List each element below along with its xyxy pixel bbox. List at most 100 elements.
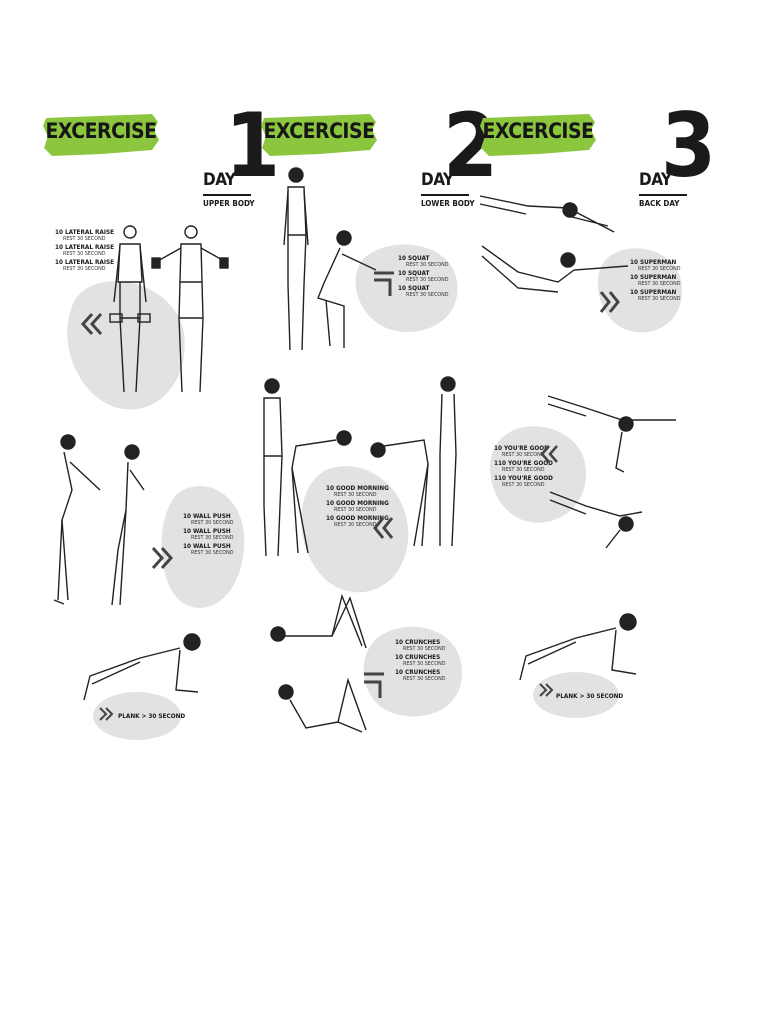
arrows-up-right-icon bbox=[374, 271, 394, 296]
exercise-list-good-morning: 10 GOOD MORNING REST 30 SECOND 10 GOOD M… bbox=[326, 484, 389, 529]
day-word: DAY bbox=[203, 170, 236, 190]
youre-good-figure-b bbox=[549, 491, 643, 549]
exercise-list-wall-push: 10 WALL PUSH REST 30 SECOND 10 WALL PUSH… bbox=[183, 512, 233, 557]
exercise-banner-1: EXCERCISE bbox=[42, 110, 160, 158]
good-morning-figure-standing bbox=[263, 378, 283, 557]
chevrons-right-icon bbox=[539, 683, 554, 697]
exercise-list-crunches: 10 CRUNCHES REST 30 SECOND 10 CRUNCHES R… bbox=[395, 638, 445, 683]
superman-figure-a bbox=[479, 195, 615, 233]
exercise-banner-2: EXCERCISE bbox=[260, 110, 378, 158]
day-underline bbox=[421, 194, 469, 196]
banner-label: EXCERCISE bbox=[263, 119, 375, 143]
rest-text: REST 30 SECOND bbox=[334, 492, 377, 498]
gray-blob bbox=[355, 244, 458, 332]
exercise-name: 10 GOOD MORNING bbox=[326, 499, 389, 507]
exercise-name: 10 GOOD MORNING bbox=[326, 514, 389, 522]
wall-push-figure-b bbox=[111, 444, 145, 606]
gray-blob bbox=[490, 426, 587, 523]
gray-blob bbox=[161, 486, 245, 608]
lateral-raise-figure-front bbox=[109, 225, 151, 393]
day-subtitle: BACK DAY bbox=[639, 199, 680, 208]
gray-blob bbox=[67, 281, 185, 410]
exercise-name: 10 LATERAL RAISE bbox=[55, 243, 115, 251]
exercise-name: 10 CRUNCHES bbox=[395, 653, 441, 661]
chevrons-right-icon bbox=[599, 291, 620, 313]
rest-text: REST 30 SECOND bbox=[502, 482, 545, 488]
arrows-up-right-icon bbox=[364, 672, 384, 698]
exercise-name: 10 SUPERMAN bbox=[630, 258, 677, 266]
plank-text: PLANK > 30 SECOND bbox=[556, 692, 624, 700]
plank-figure bbox=[519, 613, 637, 681]
exercise-name: 10 SQUAT bbox=[398, 254, 430, 262]
day-word: DAY bbox=[639, 170, 672, 190]
rest-text: REST 30 SECOND bbox=[403, 661, 446, 667]
good-morning-figure-bent bbox=[291, 430, 352, 554]
plank-figure bbox=[83, 633, 201, 701]
brush-stroke-shape bbox=[480, 114, 596, 156]
chevrons-left-icon bbox=[80, 312, 103, 336]
gray-blob bbox=[301, 466, 409, 593]
plank-label-3: PLANK > 30 SECOND bbox=[556, 692, 623, 700]
banner-label: EXCERCISE bbox=[482, 119, 594, 143]
day-underline bbox=[203, 194, 251, 196]
chevrons-right-icon bbox=[151, 546, 174, 570]
rest-text: REST 30 SECOND bbox=[638, 281, 681, 287]
exercise-name: 10 WALL PUSH bbox=[183, 542, 231, 550]
plank-label-1: PLANK > 30 SECOND bbox=[118, 712, 185, 720]
day-subtitle: LOWER BODY bbox=[421, 199, 475, 208]
crunch-figure-b bbox=[278, 677, 367, 733]
exercise-name: 10 SQUAT bbox=[398, 284, 430, 292]
exercise-name: 10 YOU'RE GOOD bbox=[494, 444, 549, 452]
gray-blob bbox=[533, 672, 619, 718]
exercise-list-squat: 10 SQUAT REST 30 SECOND 10 SQUAT REST 30… bbox=[398, 254, 448, 299]
rest-text: REST 30 SECOND bbox=[406, 292, 449, 298]
rest-text: REST 30 SECOND bbox=[638, 266, 681, 272]
exercise-list-youre-good: 10 YOU'RE GOOD REST 30 SECOND 110 YOU'RE… bbox=[494, 444, 553, 489]
gray-blob bbox=[363, 626, 463, 717]
exercise-list-superman: 10 SUPERMAN REST 30 SECOND 10 SUPERMAN R… bbox=[630, 258, 680, 303]
good-morning-figures-right bbox=[370, 376, 457, 547]
banner-label: EXCERCISE bbox=[45, 119, 157, 143]
day-underline bbox=[639, 194, 687, 196]
exercise-name: 10 SQUAT bbox=[398, 269, 430, 277]
exercise-name: 10 LATERAL RAISE bbox=[55, 228, 115, 236]
exercise-name: 10 WALL PUSH bbox=[183, 512, 231, 520]
exercise-name: 10 SUPERMAN bbox=[630, 288, 677, 296]
squat-figure-standing bbox=[283, 167, 309, 351]
day-subtitle: UPPER BODY bbox=[203, 199, 255, 208]
chevrons-left-icon bbox=[540, 445, 558, 463]
gray-blob bbox=[597, 248, 682, 333]
lateral-raise-figure-arms-out bbox=[151, 225, 229, 393]
brush-stroke-shape bbox=[261, 114, 377, 156]
exercise-banner-3: EXCERCISE bbox=[479, 110, 597, 158]
exercise-name: 110 YOU'RE GOOD bbox=[494, 474, 553, 482]
day-word: DAY bbox=[421, 170, 454, 190]
plank-text: PLANK > 30 SECOND bbox=[118, 712, 186, 720]
youre-good-figure-a bbox=[547, 395, 676, 473]
rest-text: REST 30 SECOND bbox=[638, 296, 681, 302]
rest-text: REST 30 SECOND bbox=[63, 266, 106, 272]
exercise-name: 10 CRUNCHES bbox=[395, 638, 441, 646]
rest-text: REST 30 SECOND bbox=[334, 507, 377, 513]
rest-text: REST 30 SECOND bbox=[191, 520, 234, 526]
rest-text: REST 30 SECOND bbox=[403, 646, 446, 652]
rest-text: REST 30 SECOND bbox=[63, 236, 106, 242]
rest-text: REST 30 SECOND bbox=[63, 251, 106, 257]
rest-text: REST 30 SECOND bbox=[406, 277, 449, 283]
rest-text: REST 30 SECOND bbox=[191, 550, 234, 556]
rest-text: REST 30 SECOND bbox=[502, 452, 545, 458]
chevrons-left-icon bbox=[373, 517, 394, 539]
exercise-name: 10 GOOD MORNING bbox=[326, 484, 389, 492]
rest-text: REST 30 SECOND bbox=[334, 522, 377, 528]
wall-push-figure-a bbox=[53, 434, 101, 605]
exercise-name: 10 SUPERMAN bbox=[630, 273, 677, 281]
rest-text: REST 30 SECOND bbox=[191, 535, 234, 541]
gray-blob bbox=[93, 692, 181, 740]
rest-text: REST 30 SECOND bbox=[406, 262, 449, 268]
day-heading-3: DAY 3 BACK DAY bbox=[639, 96, 716, 210]
brush-stroke-shape bbox=[43, 114, 159, 156]
squat-figure-down bbox=[317, 230, 377, 348]
exercise-name: 10 WALL PUSH bbox=[183, 527, 231, 535]
exercise-name: 110 YOU'RE GOOD bbox=[494, 459, 553, 467]
crunch-figure-a bbox=[270, 593, 367, 649]
